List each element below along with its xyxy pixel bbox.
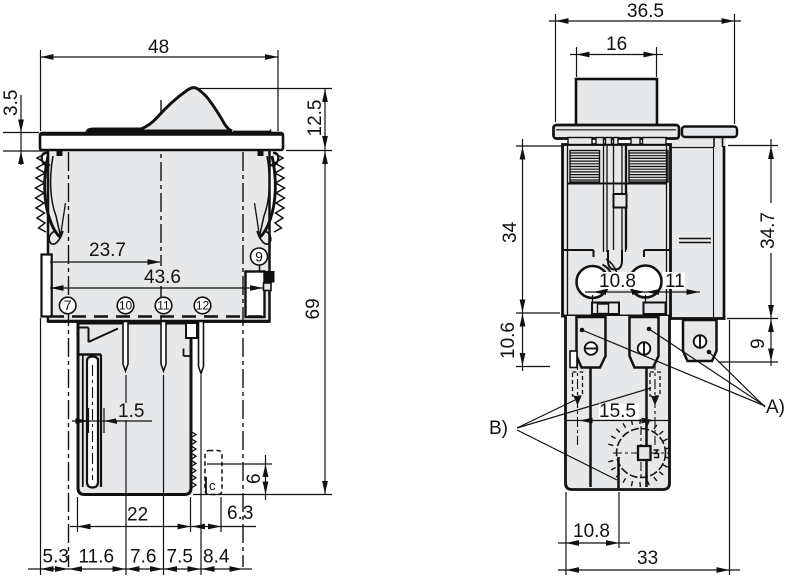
- svg-text:c: c: [209, 478, 216, 493]
- svg-text:B): B): [489, 418, 508, 439]
- svg-text:9: 9: [255, 249, 263, 265]
- svg-text:36.5: 36.5: [627, 1, 664, 22]
- svg-text:6: 6: [244, 473, 265, 484]
- svg-text:A): A): [766, 397, 785, 418]
- svg-text:1.5: 1.5: [118, 401, 144, 422]
- svg-text:12: 12: [196, 299, 210, 313]
- svg-text:23.7: 23.7: [89, 240, 126, 261]
- svg-text:10: 10: [119, 299, 133, 313]
- svg-text:10.8: 10.8: [599, 271, 636, 292]
- svg-text:10.8: 10.8: [573, 521, 610, 542]
- svg-text:34: 34: [500, 221, 521, 243]
- svg-text:7.5: 7.5: [167, 547, 193, 568]
- svg-text:7: 7: [64, 297, 72, 313]
- svg-text:16: 16: [606, 34, 627, 55]
- svg-text:34.7: 34.7: [758, 212, 779, 249]
- svg-text:11.6: 11.6: [79, 547, 115, 568]
- svg-text:33: 33: [637, 548, 658, 569]
- svg-text:10.6: 10.6: [498, 322, 519, 359]
- svg-text:48: 48: [148, 37, 169, 58]
- svg-text:22: 22: [127, 505, 148, 526]
- svg-text:9: 9: [748, 338, 769, 349]
- svg-text:11: 11: [157, 299, 170, 313]
- svg-text:7.6: 7.6: [130, 547, 156, 568]
- svg-text:5.3: 5.3: [43, 547, 69, 568]
- svg-text:8.4: 8.4: [203, 547, 230, 568]
- svg-text:3.5: 3.5: [1, 90, 22, 116]
- svg-text:69: 69: [303, 298, 324, 319]
- svg-text:12.5: 12.5: [305, 100, 326, 137]
- svg-text:6.3: 6.3: [227, 503, 253, 524]
- svg-text:43.6: 43.6: [144, 267, 181, 288]
- svg-text:15.5: 15.5: [599, 401, 636, 422]
- svg-text:11: 11: [665, 271, 685, 292]
